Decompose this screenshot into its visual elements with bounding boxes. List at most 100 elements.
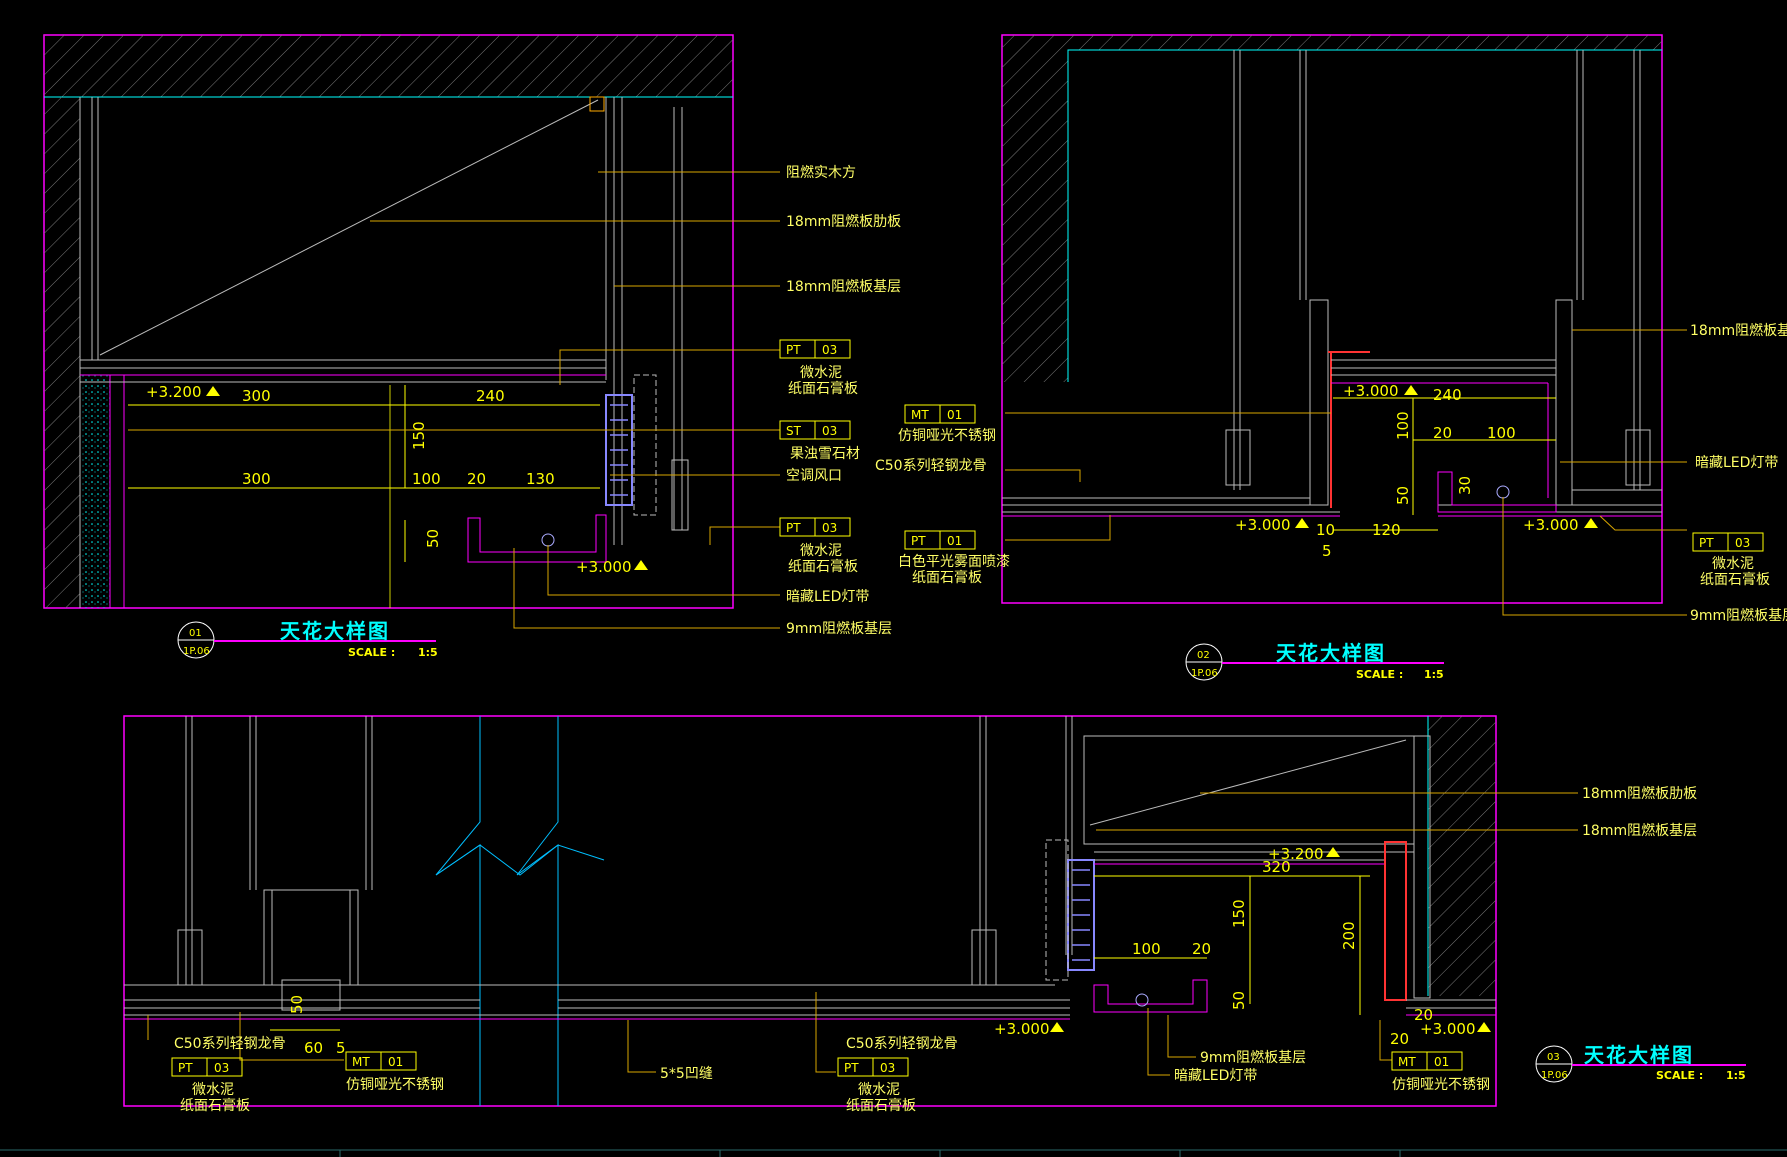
detail-03-frame	[123, 715, 1497, 1107]
svg-text:03: 03	[822, 521, 837, 535]
svg-text:微水泥: 微水泥	[192, 1082, 234, 1098]
svg-text:仿铜哑光不锈钢: 仿铜哑光不锈钢	[898, 428, 996, 444]
detail-02-dim-4: 30	[1456, 476, 1474, 495]
svg-text:03: 03	[880, 1061, 895, 1075]
svg-text:纸面石膏板: 纸面石膏板	[1700, 571, 1770, 588]
detail-02-concrete	[1002, 35, 1662, 382]
detail-02-dim-1: 100	[1394, 411, 1412, 440]
detail-01-dim-1: 240	[476, 387, 505, 405]
detail-01-annotation-5: 9mm阻燃板基层	[786, 620, 892, 637]
detail-03-scale-value: 1:5	[1726, 1069, 1746, 1082]
svg-text:ST: ST	[786, 424, 802, 438]
detail-03-dim-5: 200	[1340, 921, 1358, 950]
detail-01: 阻燃实木方 18mm阻燃板肋板 18mm阻燃板基层 空调风口 暗藏LED灯带 9…	[43, 34, 901, 659]
detail-01-title: 天花大样图	[280, 619, 390, 643]
detail-01-frame	[43, 34, 734, 609]
detail-01-title-block: 01 1P.06 天花大样图 SCALE : 1:5	[177, 619, 438, 659]
detail-03-rib-diagonal	[1089, 739, 1407, 826]
detail-01-dim-7: 50	[424, 529, 442, 548]
svg-text:微水泥: 微水泥	[858, 1082, 900, 1098]
detail-02-annotation-1: C50系列轻钢龙骨	[875, 458, 987, 474]
detail-01-number: 01	[189, 628, 202, 639]
svg-text:仿铜哑光不锈钢: 仿铜哑光不锈钢	[1392, 1077, 1490, 1093]
detail-03-metal-trim	[1384, 841, 1407, 1001]
detail-03-title-block: 03 1P.06 天花大样图 SCALE : 1:5	[1535, 1043, 1746, 1083]
svg-text:PT: PT	[178, 1061, 193, 1075]
detail-01-dim-3: 150	[410, 421, 428, 450]
detail-02-title: 天花大样图	[1276, 641, 1386, 665]
detail-03-level-2: +3.000	[1420, 1020, 1476, 1038]
detail-02-dim-3: 100	[1487, 424, 1516, 442]
detail-01-tag-1: ST 03 果浊雪石材	[779, 420, 860, 462]
svg-text:03: 03	[822, 343, 837, 357]
detail-01-led-trough	[467, 514, 607, 563]
svg-text:果浊雪石材: 果浊雪石材	[790, 446, 860, 462]
detail-03-annotation-6: 暗藏LED灯带	[1174, 1068, 1257, 1084]
detail-02-led-icon	[1496, 485, 1510, 499]
detail-01-dim-2: 300	[242, 470, 271, 488]
detail-03-sheet: 1P.06	[1541, 1070, 1568, 1081]
detail-01-annotation-4: 暗藏LED灯带	[786, 589, 869, 605]
detail-03-dim-2: 100	[1132, 940, 1161, 958]
svg-text:白色平光雾面喷漆: 白色平光雾面喷漆	[898, 553, 1010, 570]
detail-03-column-box	[263, 889, 359, 986]
detail-02-led-trough	[1437, 471, 1557, 513]
svg-text:03: 03	[822, 424, 837, 438]
detail-02-level-1: +3.000	[1235, 516, 1291, 534]
detail-01-level-1: +3.000	[576, 558, 632, 576]
detail-03-air-vent	[1067, 859, 1095, 971]
detail-02-title-block: 02 1P.06 天花大样图 SCALE : 1:5	[1185, 641, 1444, 681]
detail-01-rib-diagonal	[99, 99, 599, 356]
svg-text:纸面石膏板: 纸面石膏板	[788, 558, 858, 575]
svg-text:01: 01	[947, 408, 962, 422]
detail-01-dim-5: 20	[467, 470, 486, 488]
detail-01-slab	[44, 35, 733, 97]
detail-03-dim-7: 60	[304, 1039, 323, 1057]
detail-01-annotation-2: 18mm阻燃板基层	[786, 278, 901, 295]
svg-text:纸面石膏板: 纸面石膏板	[788, 380, 858, 397]
svg-text:PT: PT	[911, 534, 926, 548]
svg-text:PT: PT	[786, 521, 801, 535]
detail-03-led-icon	[1135, 993, 1149, 1007]
detail-03-dim-0: 320	[1262, 858, 1291, 876]
detail-01-scale-value: 1:5	[418, 646, 438, 659]
detail-01-air-vent	[605, 394, 633, 506]
svg-text:纸面石膏板: 纸面石膏板	[180, 1097, 250, 1114]
detail-02-annotation-2: 暗藏LED灯带	[1695, 455, 1778, 471]
detail-01-left-wall	[44, 97, 80, 608]
detail-03-dim-10: 20	[1390, 1030, 1409, 1048]
detail-03-dim-3: 20	[1192, 940, 1211, 958]
svg-text:仿铜哑光不锈钢: 仿铜哑光不锈钢	[346, 1077, 444, 1093]
detail-02-level-0: +3.000	[1343, 382, 1399, 400]
detail-02-scale-label: SCALE :	[1356, 668, 1403, 681]
detail-02-level-2: +3.000	[1523, 516, 1579, 534]
detail-03-annotation-5: 9mm阻燃板基层	[1200, 1049, 1306, 1066]
detail-02-dim-5: 50	[1394, 486, 1412, 505]
detail-01-stone-cladding	[82, 375, 110, 608]
detail-03-annotation-1: 18mm阻燃板基层	[1582, 822, 1697, 839]
detail-03-break-line	[435, 716, 481, 1106]
detail-01-led-icon	[541, 533, 555, 547]
detail-03-dim-8: 5	[336, 1039, 346, 1057]
detail-03-annotation-4: C50系列轻钢龙骨	[846, 1036, 958, 1052]
detail-02-dim-0: 240	[1433, 386, 1462, 404]
svg-text:01: 01	[1434, 1055, 1449, 1069]
svg-text:微水泥: 微水泥	[1712, 556, 1754, 572]
detail-01-annotation-0: 阻燃实木方	[786, 164, 856, 181]
detail-03-annotation-3: 5*5凹缝	[660, 1066, 713, 1082]
detail-03-title: 天花大样图	[1584, 1043, 1694, 1067]
detail-01-dim-4: 100	[412, 470, 441, 488]
detail-02-dim-2: 20	[1433, 424, 1452, 442]
svg-text:01: 01	[388, 1055, 403, 1069]
detail-02-dim-6: 10	[1316, 521, 1335, 539]
svg-text:PT: PT	[844, 1061, 859, 1075]
detail-03-dim-1: 150	[1230, 899, 1248, 928]
detail-01-scale-label: SCALE :	[348, 646, 395, 659]
detail-01-dim-0: 300	[242, 387, 271, 405]
